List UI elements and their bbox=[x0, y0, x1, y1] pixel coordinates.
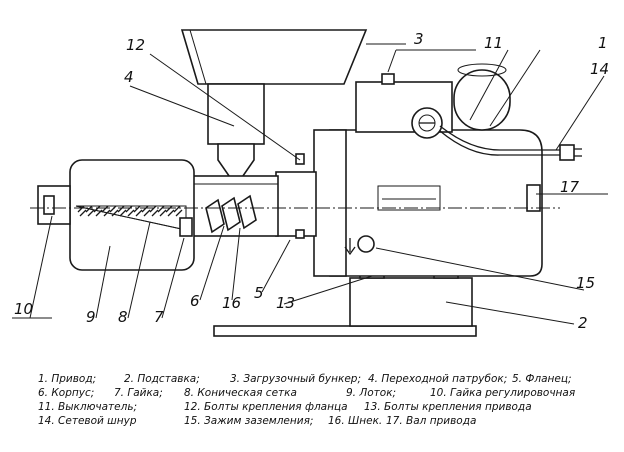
legend-item: 10. Гайка регулировочная bbox=[430, 387, 576, 399]
callout-13: 13 bbox=[276, 294, 295, 312]
callout-15: 15 bbox=[576, 274, 595, 292]
callout-3: 3 bbox=[414, 30, 424, 48]
callout-10: 10 bbox=[14, 300, 33, 318]
legend-row: 14. Сетевой шнур 15. Зажим заземления; 1… bbox=[38, 414, 618, 428]
adapter-neck bbox=[207, 83, 265, 188]
capacitor bbox=[453, 63, 511, 131]
callout-7: 7 bbox=[154, 308, 164, 326]
adjusting-nut bbox=[37, 185, 71, 225]
legend-item: 1. Привод; bbox=[38, 373, 97, 385]
nut bbox=[179, 217, 193, 237]
legend-item: 7. Гайка; bbox=[114, 387, 163, 399]
legend-item: 6. Корпус; bbox=[38, 387, 95, 399]
legend-item: 3. Загрузочный бункер; bbox=[230, 373, 362, 385]
callout-9: 9 bbox=[86, 308, 96, 326]
callout-14: 14 bbox=[590, 60, 609, 78]
legend-item: 13. Болты крепления привода bbox=[364, 401, 532, 413]
legend-item: 2. Подставка; bbox=[124, 373, 200, 385]
legend-item: 5. Фланец; bbox=[512, 373, 572, 385]
legend-item: 11. Выключатель; bbox=[38, 401, 138, 413]
legend-item: 12. Болты крепления фланца bbox=[184, 401, 348, 413]
flange bbox=[275, 153, 317, 239]
power-cord bbox=[439, 125, 582, 161]
machine-drawing: 12 4 3 11 1 14 17 15 2 13 5 16 6 7 8 9 1… bbox=[12, 29, 609, 337]
legend-row: 6. Корпус; 7. Гайка; 8. Коническая сетка… bbox=[38, 386, 618, 400]
legend-item: 15. Зажим заземления; bbox=[184, 415, 314, 427]
callout-8: 8 bbox=[118, 308, 128, 326]
callout-1: 1 bbox=[598, 34, 608, 52]
hopper bbox=[180, 29, 368, 85]
ground-clamp bbox=[344, 235, 375, 256]
legend-item: 16. Шнек. bbox=[328, 415, 383, 427]
callout-12: 12 bbox=[126, 36, 145, 54]
callout-17: 17 bbox=[560, 178, 580, 196]
callout-4: 4 bbox=[124, 68, 134, 86]
switch bbox=[381, 73, 443, 139]
legend-item: 14. Сетевой шнур bbox=[38, 415, 137, 427]
callout-5: 5 bbox=[254, 284, 264, 302]
conical-screen bbox=[77, 205, 183, 217]
legend-item: 4. Переходной патрубок; bbox=[368, 373, 508, 385]
callout-2: 2 bbox=[578, 314, 588, 332]
callout-11: 11 bbox=[484, 34, 503, 52]
legend-item: 8. Коническая сетка bbox=[184, 387, 297, 399]
legend-item: 17. Вал привода bbox=[386, 415, 477, 427]
leader-lines bbox=[12, 43, 608, 325]
callout-6: 6 bbox=[190, 292, 200, 310]
parts-legend: 1. Привод; 2. Подставка; 3. Загрузочный … bbox=[38, 372, 618, 428]
legend-row: 11. Выключатель; 12. Болты крепления фла… bbox=[38, 400, 618, 414]
callout-16: 16 bbox=[222, 294, 241, 312]
legend-row: 1. Привод; 2. Подставка; 3. Загрузочный … bbox=[38, 372, 618, 386]
legend-item: 9. Лоток; bbox=[346, 387, 397, 399]
